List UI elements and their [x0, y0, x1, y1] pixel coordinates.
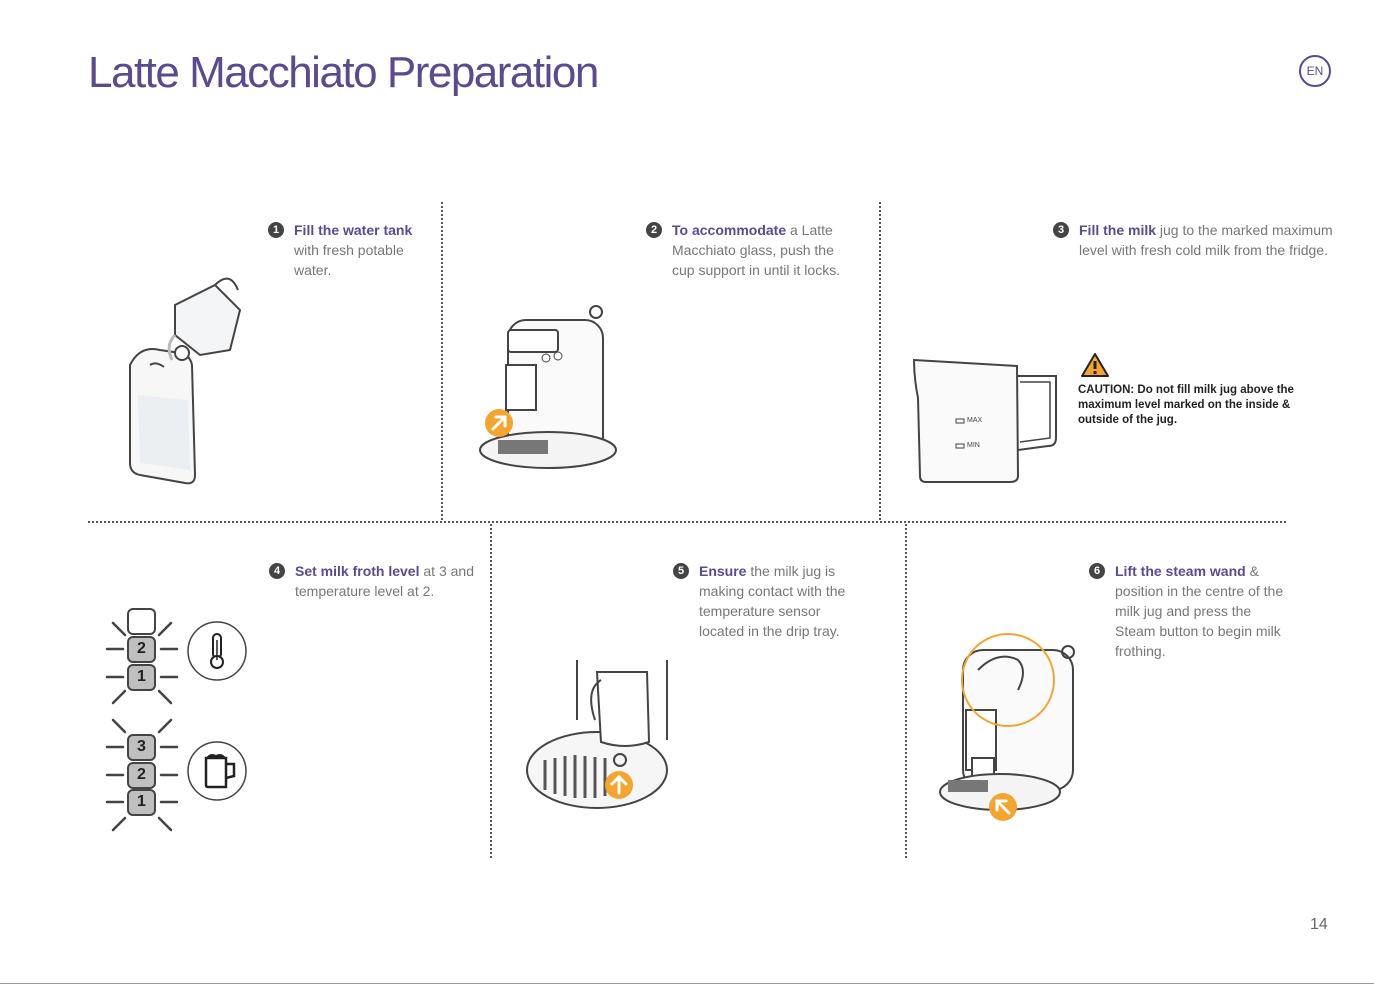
- step-3-number: 3: [1053, 222, 1069, 238]
- milk-jug-icon: [187, 741, 247, 801]
- froth-level-1: 1: [137, 793, 146, 810]
- step-1-lead: Fill the water tank: [294, 222, 413, 238]
- step-1-text: with fresh potable water.: [294, 242, 404, 278]
- step-2-lead: To accommodate: [672, 222, 787, 238]
- divider-bottom-2: [905, 524, 907, 858]
- jug-max-label: MAX: [967, 417, 983, 424]
- step-5: 5 Ensure the milk jug is making contact …: [673, 561, 859, 641]
- divider-top-2: [879, 202, 881, 520]
- step-2: 2 To accommodate a Latte Macchiato glass…: [646, 220, 842, 280]
- warning-icon: [1081, 353, 1109, 377]
- step-2-number: 2: [646, 222, 662, 238]
- step-1-number: 1: [268, 222, 284, 238]
- page-title: Latte Macchiato Preparation: [88, 48, 599, 97]
- arrow-up-icon: [605, 771, 633, 799]
- temperature-level-1: 1: [137, 668, 146, 685]
- steam-wand-illustration: [939, 633, 1075, 811]
- arrow-diagonal-icon: [989, 793, 1017, 821]
- step-3: 3 Fill the milk jug to the marked maximu…: [1053, 220, 1339, 260]
- language-badge: EN: [1299, 55, 1331, 87]
- water-tank-illustration: [129, 277, 242, 485]
- step-6-number: 6: [1089, 563, 1105, 579]
- arrow-icon: [485, 409, 513, 437]
- step-6-lead: Lift the steam wand: [1115, 563, 1246, 579]
- step-4-lead: Set milk froth level: [295, 563, 420, 579]
- step-6: 6 Lift the steam wand & position in the …: [1089, 561, 1285, 661]
- step-4-text: at 3 and temperature level at 2.: [295, 563, 474, 599]
- temperature-level-2: 2: [137, 640, 146, 657]
- step-5-text: the milk jug is making contact with the …: [699, 563, 846, 639]
- milk-jug-illustration: [912, 358, 1057, 483]
- step-5-lead: Ensure: [699, 563, 747, 579]
- step-1: 1 Fill the water tank with fresh potable…: [268, 220, 424, 280]
- step-3-lead: Fill the milk: [1079, 222, 1157, 238]
- temperature-level-indicator: [105, 608, 179, 705]
- step-4: 4 Set milk froth level at 3 and temperat…: [269, 561, 480, 601]
- drip-tray-illustration: [526, 660, 668, 809]
- froth-level-3: 3: [137, 738, 146, 755]
- page-number: 14: [1310, 916, 1328, 933]
- froth-level-indicator: [105, 718, 179, 832]
- caution-text: CAUTION: Do not fill milk jug above the …: [1078, 384, 1294, 426]
- step-4-number: 4: [269, 563, 285, 579]
- footer-rule: [0, 983, 1374, 984]
- step-6-text: & position in the centre of the milk jug…: [1115, 563, 1284, 659]
- step-5-number: 5: [673, 563, 689, 579]
- divider-top-1: [441, 202, 443, 520]
- thermometer-icon: [187, 621, 247, 681]
- froth-level-2: 2: [137, 766, 146, 783]
- divider-middle: [88, 521, 1286, 523]
- step-2-text: a Latte Macchiato glass, push the cup su…: [672, 222, 841, 278]
- step-3-text: jug to the marked maximum level with fre…: [1079, 222, 1333, 258]
- coffee-machine-illustration: [479, 305, 617, 469]
- jug-min-label: MIN: [967, 442, 980, 449]
- divider-bottom-1: [490, 524, 492, 858]
